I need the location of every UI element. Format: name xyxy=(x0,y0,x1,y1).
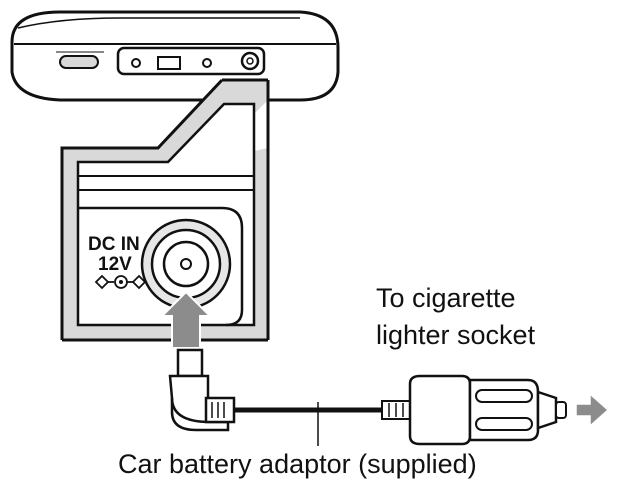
cigarette-socket-label-line1: To cigarette xyxy=(376,283,516,313)
dc-in-jack-icon xyxy=(60,78,270,342)
dc-plug-icon xyxy=(168,348,236,432)
cigarette-lighter-plug-icon xyxy=(381,374,567,446)
right-arrow-icon xyxy=(575,392,610,428)
portable-dvd-player-icon xyxy=(10,10,340,102)
cigarette-socket-label-line2: lighter socket xyxy=(376,320,536,350)
cable xyxy=(234,402,384,446)
dc-in-voltage-label: 12V xyxy=(98,254,132,275)
insert-arrow-icon xyxy=(159,290,213,349)
dc-in-label: DC IN xyxy=(88,234,140,255)
adaptor-label: Car battery adaptor (supplied) xyxy=(118,449,477,479)
